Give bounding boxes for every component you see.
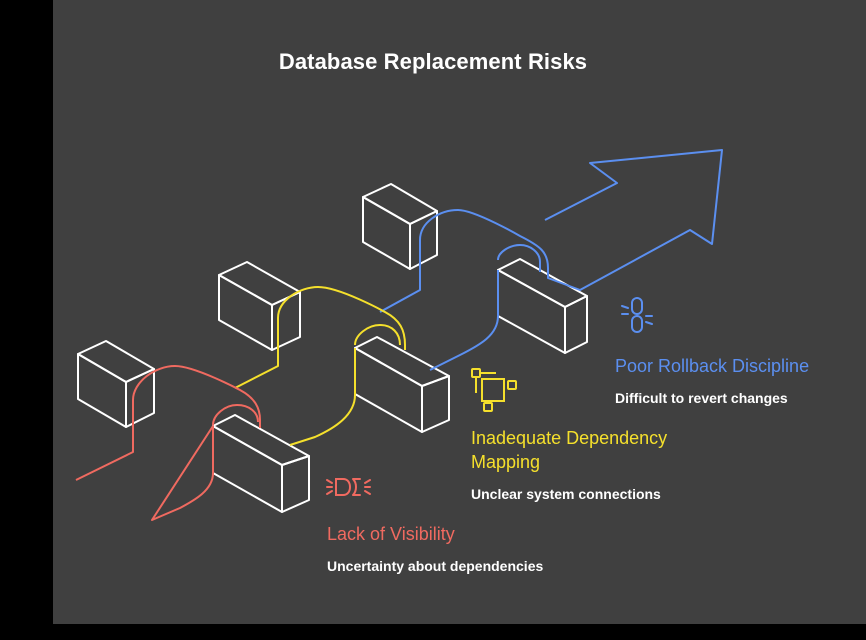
dependency-label: Inadequate Dependency Mapping	[471, 426, 667, 474]
block-back	[362, 183, 588, 354]
hidden-eye-icon	[326, 478, 371, 496]
dependency-path	[234, 286, 406, 446]
visibility-path	[75, 365, 261, 521]
rollback-label: Poor Rollback Discipline	[615, 356, 810, 376]
rollback-description: Difficult to revert changes	[615, 390, 788, 406]
diagram-background	[53, 0, 866, 624]
diagram-title: Database Replacement Risks	[278, 49, 588, 74]
block-middle	[218, 261, 450, 433]
visibility-description: Uncertainty about dependencies	[327, 558, 544, 574]
block-front	[77, 340, 310, 513]
visibility-label: Lack of Visibility	[327, 524, 455, 544]
dependency-description: Unclear system connections	[471, 486, 661, 502]
rollback-arrow	[379, 149, 723, 371]
connected-nodes-icon	[471, 368, 517, 412]
dependency-label-line-1: Inadequate Dependency	[471, 428, 668, 448]
dependency-label-line-2: Mapping	[471, 452, 541, 472]
broken-chain-icon	[621, 297, 653, 333]
